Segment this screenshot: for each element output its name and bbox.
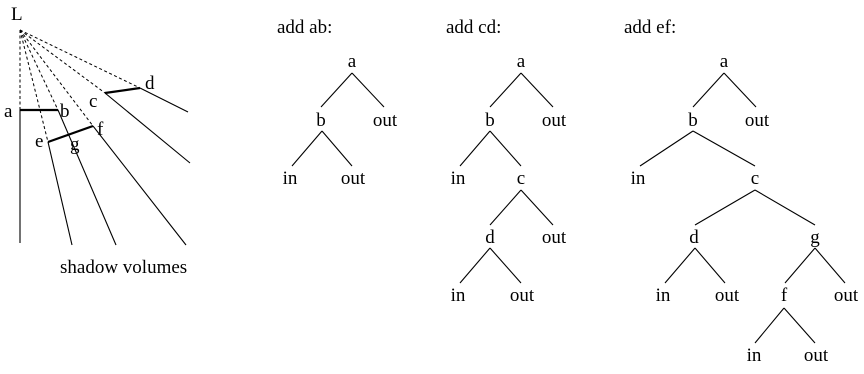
- tree-panel-add-cd: add cd: a b out in c d out in out: [446, 17, 567, 306]
- tree-edge: [694, 189, 756, 226]
- tree-node: c: [751, 168, 759, 189]
- tree-edge: [784, 247, 816, 284]
- light-ray-d: [19, 29, 141, 89]
- light-ray-e: [19, 29, 49, 143]
- tree-edge: [291, 130, 323, 167]
- tree-edge: [639, 130, 694, 167]
- tree-node: out: [715, 285, 740, 306]
- tree-node: d: [485, 227, 495, 248]
- light-ray-f: [19, 29, 94, 127]
- vertex-label-c: c: [89, 91, 97, 112]
- tree-node: a: [348, 51, 357, 72]
- vertex-label-b: b: [60, 101, 70, 122]
- vertex-label-g: g: [70, 134, 80, 155]
- tree-edge: [783, 307, 816, 344]
- light-ray-b: [19, 29, 59, 111]
- tree-node: a: [517, 51, 526, 72]
- tree-node: in: [451, 285, 466, 306]
- tree-panel-add-ab: add ab: a b out in out: [277, 17, 398, 189]
- vertex-label-d: d: [145, 73, 155, 94]
- light-label: L: [11, 4, 23, 25]
- polygon-ef: [47, 124, 94, 144]
- tree-node: in: [451, 168, 466, 189]
- tree-node: b: [688, 110, 698, 131]
- light-ray-c: [19, 29, 106, 94]
- tree-edge: [754, 307, 785, 344]
- tree-edge: [723, 72, 757, 108]
- shadow-volumes-caption: shadow volumes: [60, 257, 187, 278]
- vertex-label-f: f: [97, 119, 104, 140]
- tree-node: a: [720, 51, 729, 72]
- tree-node: out: [510, 285, 535, 306]
- panel-title: add cd:: [446, 17, 501, 38]
- tree-node: out: [834, 285, 859, 306]
- tree-edge: [489, 189, 522, 226]
- tree-node: in: [631, 168, 646, 189]
- tree-node: d: [689, 227, 699, 248]
- tree-node: in: [656, 285, 671, 306]
- tree-edge: [321, 130, 353, 167]
- tree-node: c: [517, 168, 525, 189]
- tree-edge: [692, 72, 725, 108]
- tree-edge: [694, 247, 726, 284]
- tree-edge: [489, 247, 522, 284]
- tree-node: out: [542, 110, 567, 131]
- tree-node: b: [316, 110, 326, 131]
- shadow-edge-b: [57, 109, 117, 246]
- panel-title: add ef:: [624, 17, 676, 38]
- tree-edge: [489, 130, 522, 167]
- vertex-label-a: a: [4, 101, 13, 122]
- shadow-edge-d: [139, 87, 189, 113]
- tree-node: in: [283, 168, 298, 189]
- tree-edge: [459, 130, 491, 167]
- tree-node: out: [745, 110, 770, 131]
- tree-node: out: [373, 110, 398, 131]
- tree-edge: [664, 247, 696, 284]
- tree-edge: [814, 247, 846, 284]
- tree-edge: [754, 189, 816, 226]
- tree-node: out: [341, 168, 366, 189]
- panel-title: add ab:: [277, 17, 332, 38]
- tree-edge: [351, 72, 385, 108]
- shadow-edge-f: [92, 125, 187, 246]
- shadow-edge-c: [104, 92, 191, 164]
- vertex-label-e: e: [35, 131, 43, 152]
- shadow-edge-e: [47, 141, 73, 246]
- tree-node: f: [781, 285, 788, 306]
- tree-node: g: [810, 227, 820, 248]
- tree-node: out: [542, 227, 567, 248]
- shadow-volume-scene: L a b c d e f g shadow volumes: [4, 4, 191, 278]
- tree-panel-add-ef: add ef: a b out in c d g in out f out in…: [624, 17, 859, 366]
- tree-edge: [489, 72, 522, 108]
- tree-edge: [520, 72, 554, 108]
- tree-edge: [692, 130, 756, 167]
- polygon-cd: [104, 86, 141, 95]
- tree-node: in: [747, 345, 762, 366]
- tree-edge: [520, 189, 554, 226]
- tree-node: out: [804, 345, 829, 366]
- tree-edge: [320, 72, 353, 108]
- tree-edge: [459, 247, 491, 284]
- tree-node: b: [485, 110, 495, 131]
